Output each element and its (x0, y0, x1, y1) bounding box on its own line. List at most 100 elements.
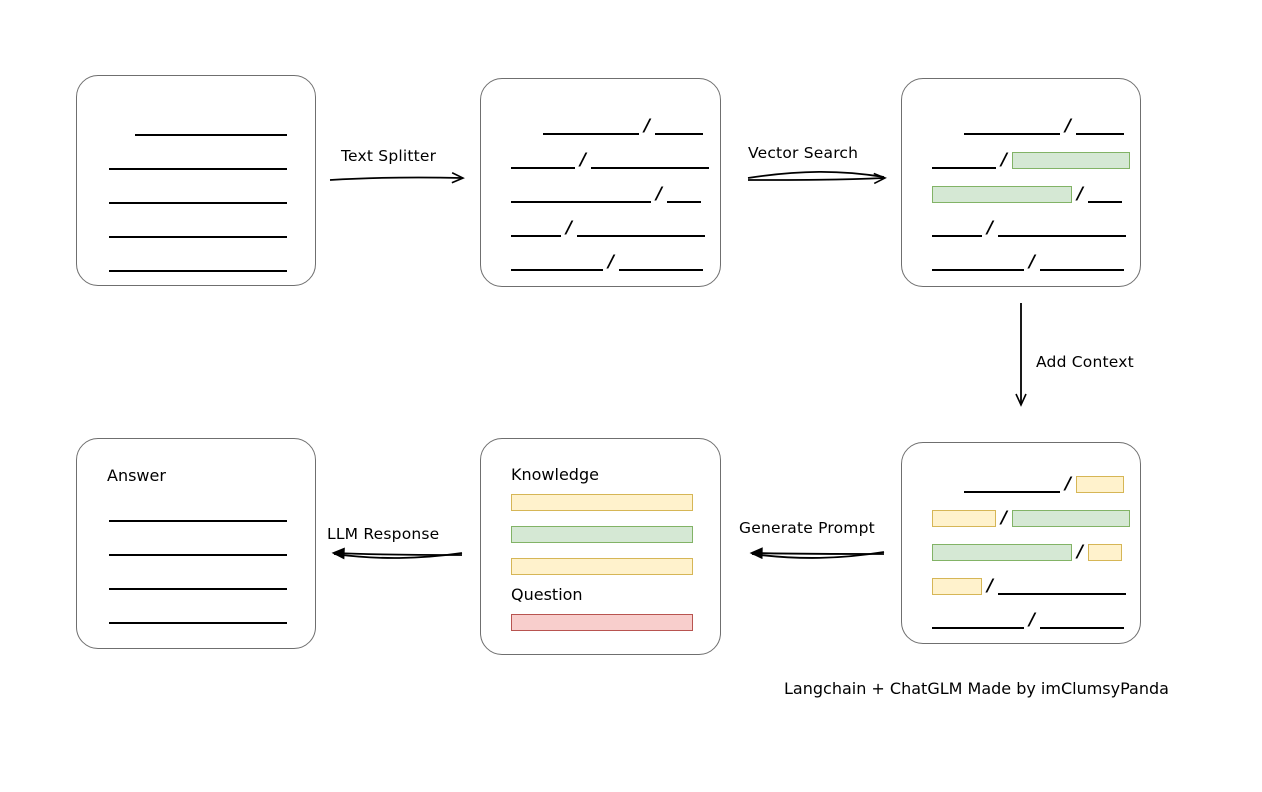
document-row: / (511, 217, 706, 239)
text-line (1076, 133, 1125, 135)
segment-slash: / (608, 252, 615, 272)
chunk-yellow (932, 509, 996, 527)
chunk-green (932, 543, 1072, 561)
chunk-green (932, 185, 1072, 203)
segment-slash: / (1077, 542, 1084, 562)
segment-slash: / (1065, 474, 1072, 494)
answer-rows (77, 439, 315, 648)
text-line (109, 202, 287, 204)
edge-label-llm-response: LLM Response (327, 525, 440, 543)
segment-slash: / (1001, 150, 1008, 170)
document-row: / (932, 149, 1131, 171)
text-line (932, 627, 1024, 629)
segment-slash: / (987, 576, 994, 596)
text-line (511, 269, 603, 271)
vector-matched-document-rows: / / / / / (902, 79, 1140, 286)
document-row (109, 184, 287, 206)
document-row: / (543, 115, 704, 137)
segment-slash: / (1065, 116, 1072, 136)
prompt-card[interactable]: Knowledge Question (480, 438, 721, 655)
context-document-card[interactable]: / / / / / (901, 442, 1141, 644)
edge-label-add-context: Add Context (1036, 353, 1134, 371)
answer-card[interactable]: Answer (76, 438, 316, 649)
split-document-rows: / / / / / (481, 79, 720, 286)
chunk-yellow (932, 577, 982, 595)
document-row: / (932, 183, 1123, 205)
text-line (932, 167, 996, 169)
text-line (655, 133, 704, 135)
text-line (511, 235, 561, 237)
context-document-rows: / / / / / (902, 443, 1140, 643)
text-line (1040, 269, 1125, 271)
document-row: / (964, 115, 1125, 137)
segment-slash: / (987, 218, 994, 238)
segment-slash: / (644, 116, 651, 136)
text-line (543, 133, 639, 135)
prompt-bar-green (511, 526, 693, 543)
document-row (109, 218, 287, 240)
document-row: / (511, 183, 702, 205)
segment-slash: / (566, 218, 573, 238)
document-row (109, 150, 287, 172)
prompt-bar-red (511, 614, 693, 631)
text-line (619, 269, 704, 271)
segment-slash: / (1001, 508, 1008, 528)
segment-slash: / (1029, 610, 1036, 630)
text-line (1088, 201, 1123, 203)
text-line (964, 133, 1060, 135)
chunk-yellow (1076, 475, 1125, 493)
segment-slash: / (656, 184, 663, 204)
prompt-bar-yellow (511, 558, 693, 575)
document-row: / (932, 507, 1131, 529)
text-line (135, 134, 287, 136)
text-line (109, 520, 287, 522)
text-line (109, 554, 287, 556)
document-row: / (932, 609, 1125, 631)
text-line (998, 593, 1127, 595)
document-row (109, 536, 287, 558)
document-row (109, 252, 287, 274)
split-document-card[interactable]: / / / / / (480, 78, 721, 287)
document-row: / (932, 575, 1127, 597)
edge-label-vector-search: Vector Search (748, 144, 859, 162)
footer-credit: Langchain + ChatGLM Made by imClumsyPand… (784, 679, 1169, 698)
document-row: / (511, 149, 710, 171)
edge-generate-prompt (749, 547, 885, 560)
text-line (109, 270, 287, 272)
document-row: / (932, 541, 1123, 563)
text-line (109, 168, 287, 170)
segment-slash: / (1077, 184, 1084, 204)
chunk-green (1012, 509, 1131, 527)
edge-label-generate-prompt: Generate Prompt (739, 519, 875, 537)
edge-llm-response (331, 547, 463, 560)
text-line (109, 236, 287, 238)
document-row (109, 604, 287, 626)
text-line (511, 167, 575, 169)
text-line (1040, 627, 1125, 629)
prompt-bar-yellow (511, 494, 693, 511)
document-row (135, 116, 287, 138)
question-label: Question (511, 585, 583, 604)
text-line (577, 235, 706, 237)
source-document-card[interactable] (76, 75, 316, 286)
edge-vector-search (747, 170, 887, 185)
vector-matched-document-card[interactable]: / / / / / (901, 78, 1141, 287)
text-line (932, 269, 1024, 271)
document-row: / (511, 251, 704, 273)
source-document-rows (77, 76, 315, 285)
answer-title: Answer (107, 466, 166, 485)
chunk-yellow (1088, 543, 1123, 561)
document-row: / (932, 251, 1125, 273)
text-line (964, 491, 1060, 493)
document-row: / (964, 473, 1125, 495)
document-row: / (932, 217, 1127, 239)
knowledge-label: Knowledge (511, 465, 599, 484)
segment-slash: / (1029, 252, 1036, 272)
document-row (109, 570, 287, 592)
text-line (998, 235, 1127, 237)
text-line (511, 201, 651, 203)
segment-slash: / (580, 150, 587, 170)
chunk-green (1012, 151, 1131, 169)
document-row (109, 502, 287, 524)
